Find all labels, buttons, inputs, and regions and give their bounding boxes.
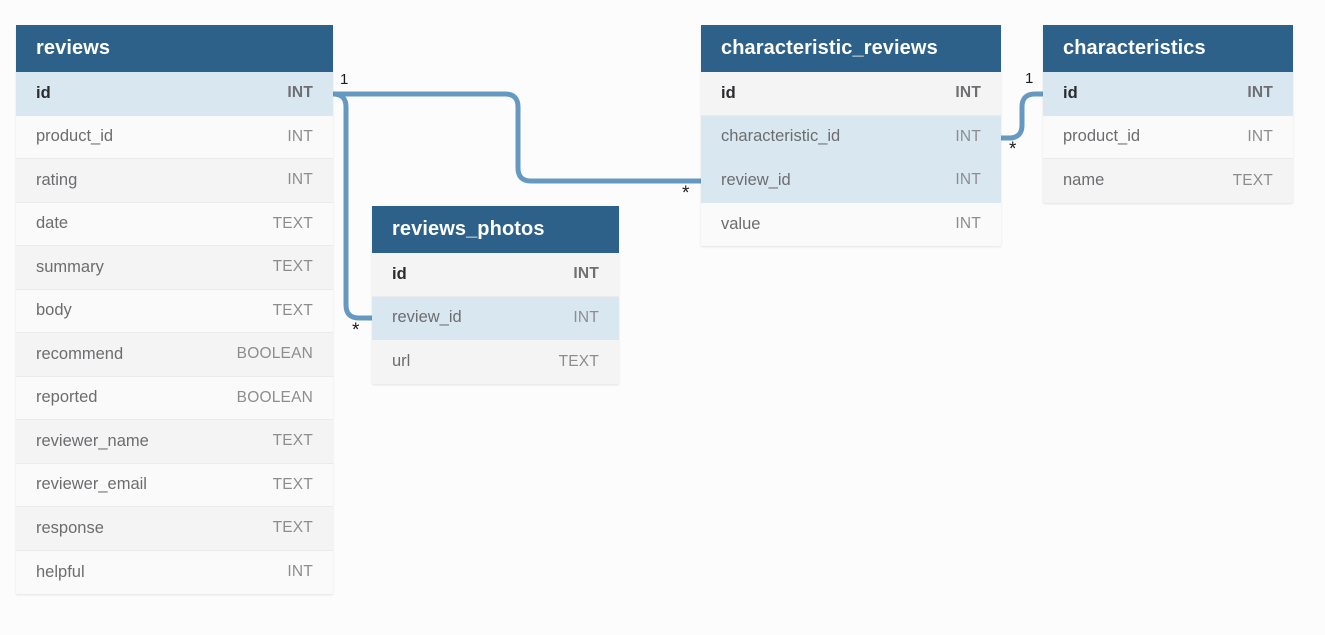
erd-column-name-reviews-response: response [36,518,104,537]
erd-table-title-characteristics: characteristics [1043,25,1293,72]
erd-column-row-reviews_photos-review_id[interactable]: review_id INT [372,296,619,340]
erd-column-type-reviews-product_id: INT [287,127,313,145]
erd-column-type-reviews-helpful: INT [287,563,313,581]
erd-column-row-characteristic_reviews-id[interactable]: id INT [701,72,1001,116]
erd-table-title-reviews_photos: reviews_photos [372,206,619,253]
erd-column-type-characteristic_reviews-review_id: INT [955,171,981,189]
erd-column-type-reviews-reviewer_name: TEXT [272,432,313,450]
erd-column-name-characteristic_reviews-value: value [721,214,761,233]
erd-column-row-characteristic_reviews-characteristic_id[interactable]: characteristic_id INT [701,115,1001,159]
erd-column-name-characteristics-id: id [1063,83,1078,102]
erd-column-type-characteristic_reviews-characteristic_id: INT [955,127,981,145]
erd-column-type-reviews-reviewer_email: TEXT [272,475,313,493]
erd-column-type-reviews-recommend: BOOLEAN [236,345,313,363]
erd-column-name-characteristic_reviews-characteristic_id: characteristic_id [721,127,841,146]
erd-column-row-reviews-recommend[interactable]: recommend BOOLEAN [16,333,333,377]
erd-column-type-characteristic_reviews-value: INT [955,215,981,233]
erd-column-name-reviews-reported: reported [36,388,98,407]
erd-column-row-characteristic_reviews-value[interactable]: value INT [701,202,1001,246]
erd-column-name-reviews_photos-url: url [392,352,411,371]
erd-column-name-characteristic_reviews-review_id: review_id [721,170,791,189]
erd-column-row-reviews-helpful[interactable]: helpful INT [16,550,333,594]
erd-column-name-reviews-summary: summary [36,257,104,276]
erd-column-name-reviews-reviewer_name: reviewer_name [36,431,149,450]
erd-column-name-reviews-id: id [36,83,51,102]
erd-column-type-reviews-summary: TEXT [272,258,313,276]
erd-column-row-reviews-response[interactable]: response TEXT [16,507,333,551]
erd-column-name-reviews-recommend: recommend [36,344,124,363]
edge-reviews-to-characteristic_reviews [333,91,701,184]
cardinality-label-characteristics-id-one: 1 [1025,70,1034,87]
erd-column-row-reviews-product_id[interactable]: product_id INT [16,115,333,159]
erd-column-row-characteristics-product_id[interactable]: product_id INT [1043,115,1293,159]
erd-column-row-reviews_photos-url[interactable]: url TEXT [372,340,619,384]
cardinality-label-characteristic_reviews-char-many: * [1009,139,1017,160]
erd-column-type-characteristics-id: INT [1247,84,1273,102]
erd-column-name-reviews-date: date [36,214,69,233]
erd-column-row-reviews-date[interactable]: date TEXT [16,202,333,246]
erd-column-type-reviews-body: TEXT [272,301,313,319]
erd-table-title-reviews: reviews [16,25,333,72]
erd-column-row-reviews-reported[interactable]: reported BOOLEAN [16,376,333,420]
erd-column-name-characteristic_reviews-id: id [721,83,736,102]
erd-column-row-reviews-summary[interactable]: summary TEXT [16,246,333,290]
erd-column-type-reviews-reported: BOOLEAN [236,388,313,406]
erd-column-row-reviews-reviewer_name[interactable]: reviewer_name TEXT [16,420,333,464]
erd-column-type-characteristics-product_id: INT [1247,127,1273,145]
erd-column-name-reviews-rating: rating [36,170,78,189]
erd-column-type-reviews_photos-review_id: INT [573,308,599,326]
erd-column-row-characteristic_reviews-review_id[interactable]: review_id INT [701,159,1001,203]
erd-column-name-characteristics-product_id: product_id [1063,127,1141,146]
erd-column-name-reviews-product_id: product_id [36,127,114,146]
erd-column-row-reviews-id[interactable]: id INT [16,72,333,116]
erd-column-name-reviews-helpful: helpful [36,562,85,581]
cardinality-label-characteristic_reviews-review-many: * [682,183,690,204]
erd-column-name-reviews_photos-review_id: review_id [392,308,462,327]
erd-column-type-characteristics-name: TEXT [1232,171,1273,189]
erd-column-type-reviews_photos-url: TEXT [558,352,599,370]
erd-column-name-reviews_photos-id: id [392,264,407,283]
erd-column-name-reviews-body: body [36,301,72,320]
edge-characteristic_reviews-to-characteristics [1001,91,1043,141]
erd-column-type-reviews-rating: INT [287,171,313,189]
erd-column-type-reviews-response: TEXT [272,519,313,537]
erd-column-row-characteristics-id[interactable]: id INT [1043,72,1293,116]
erd-column-type-reviews-id: INT [287,84,313,102]
erd-column-row-reviews-reviewer_email[interactable]: reviewer_email TEXT [16,463,333,507]
cardinality-label-reviews-id-one: 1 [340,71,349,88]
erd-column-type-reviews-date: TEXT [272,214,313,232]
cardinality-label-reviews_photos-review_id-many: * [352,320,360,341]
erd-column-row-reviews-rating[interactable]: rating INT [16,159,333,203]
erd-column-name-reviews-reviewer_email: reviewer_email [36,475,147,494]
erd-column-type-reviews_photos-id: INT [573,265,599,283]
erd-column-row-reviews-body[interactable]: body TEXT [16,289,333,333]
erd-column-row-reviews_photos-id[interactable]: id INT [372,253,619,297]
erd-column-name-characteristics-name: name [1063,171,1105,190]
erd-table-title-characteristic_reviews: characteristic_reviews [701,25,1001,72]
edge-reviews-to-reviews_photos [332,91,372,321]
erd-column-type-characteristic_reviews-id: INT [955,84,981,102]
erd-column-row-characteristics-name[interactable]: name TEXT [1043,159,1293,203]
